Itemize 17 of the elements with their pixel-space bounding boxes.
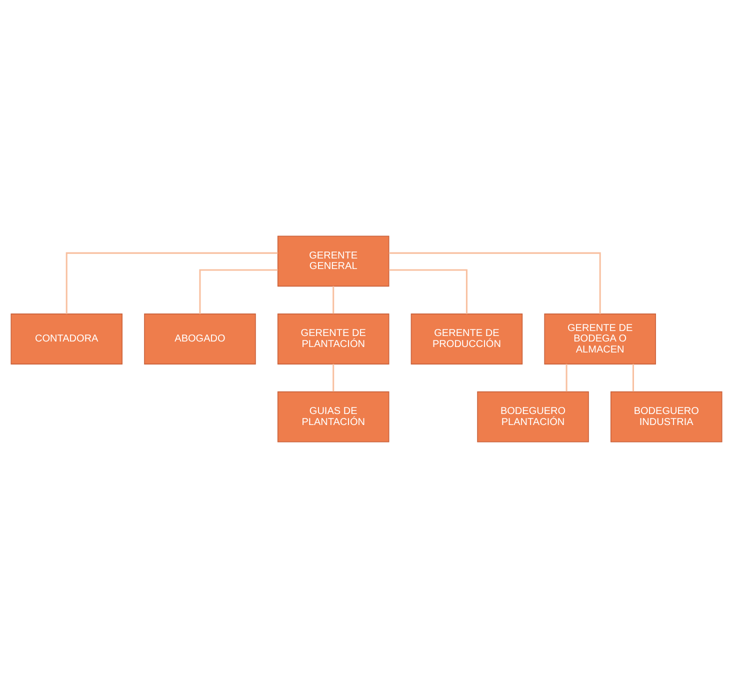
node-box: ABOGADO: [144, 313, 256, 364]
connector: [388, 268, 468, 314]
connector: [632, 364, 634, 392]
node-box: GERENTE GENERAL: [277, 235, 390, 286]
node-box: CONTADORA: [10, 313, 122, 364]
node-box: GERENTE DE PRODUCCIÓN: [410, 313, 523, 364]
connector: [199, 268, 278, 314]
node-box: GERENTE DE PLANTACIÓN: [277, 313, 390, 364]
connector: [332, 364, 334, 392]
connector: [332, 286, 334, 314]
node-box: GUIAS DE PLANTACIÓN: [277, 390, 390, 442]
node-box: BODEGUERO INDUSTRIA: [610, 390, 722, 442]
connector: [66, 252, 278, 314]
connector: [388, 252, 601, 314]
node-box: GERENTE DE BODEGA O ALMACEN: [544, 313, 656, 364]
node-box: BODEGUERO PLANTACIÓN: [477, 390, 589, 442]
connector: [566, 364, 568, 392]
